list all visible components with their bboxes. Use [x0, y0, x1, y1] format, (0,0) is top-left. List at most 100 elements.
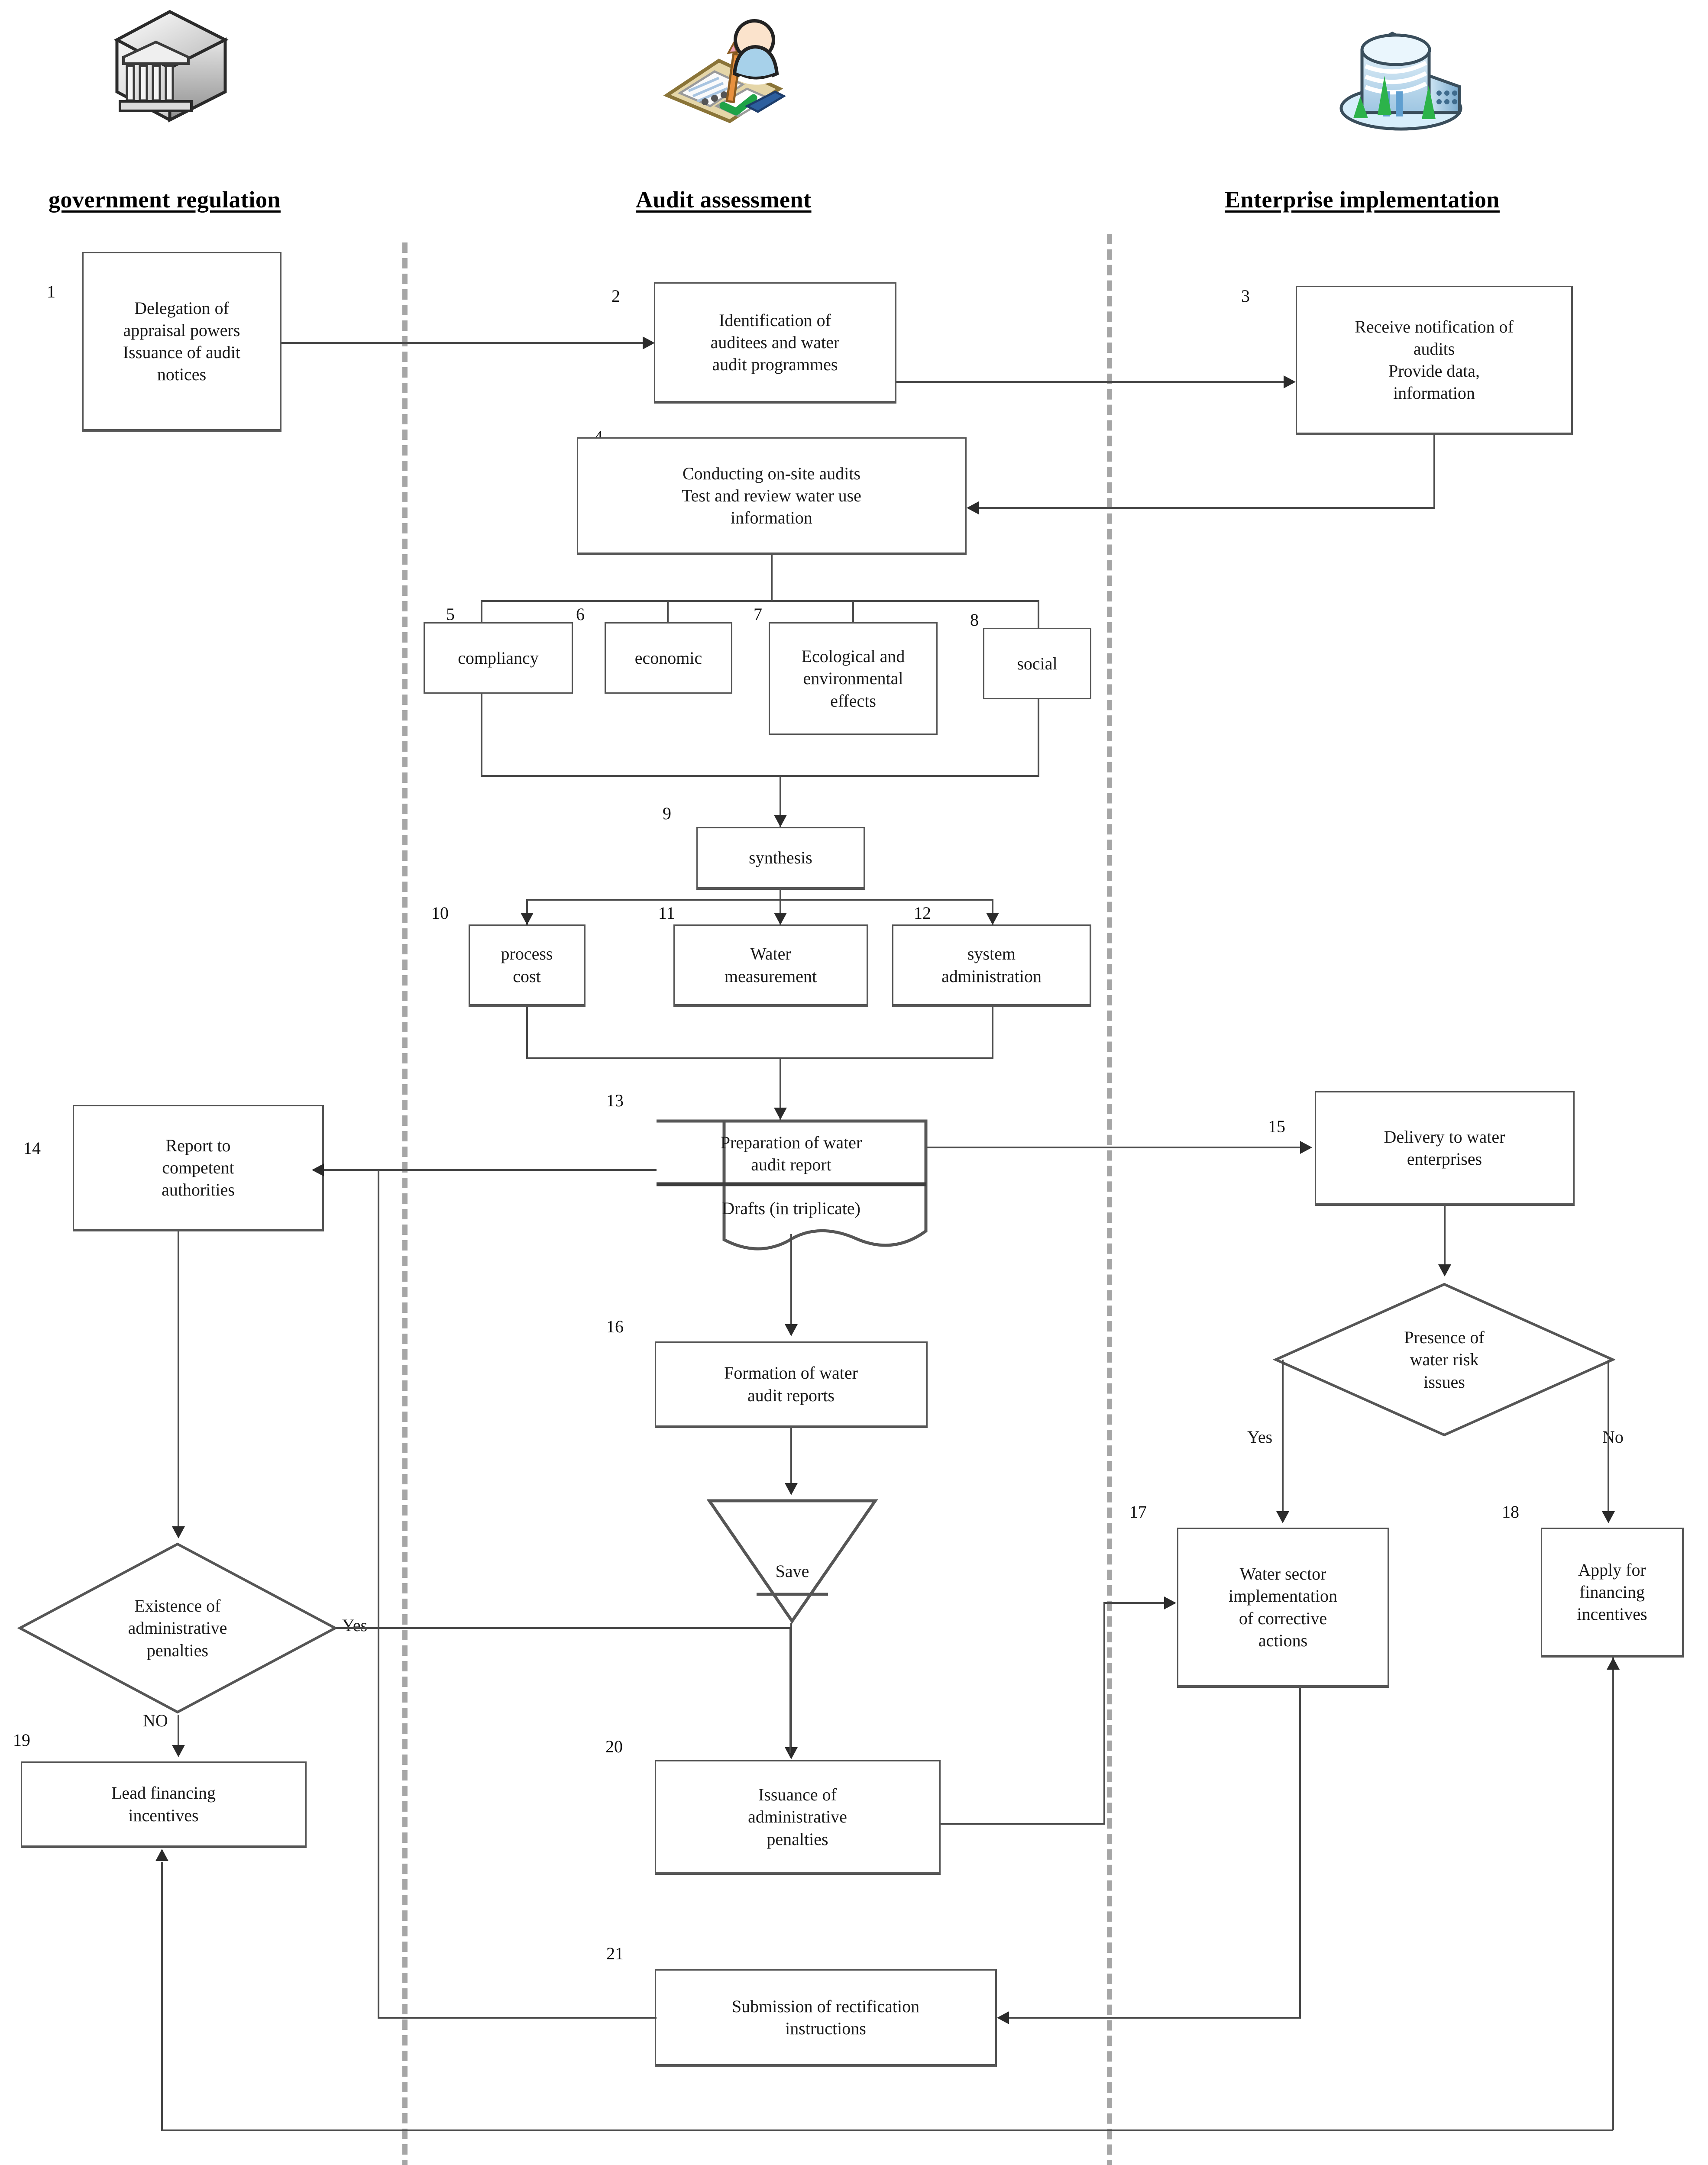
node-number-11: 11 [658, 903, 675, 923]
node-4-conducting-on-site-audits[interactable]: Conducting on-site audits Test and revie… [577, 437, 967, 555]
node-6-label: economic [634, 648, 702, 668]
node-12-line-1: system [967, 944, 1016, 964]
edge-16-to-save [790, 1428, 792, 1488]
decision-risk-label: Presence of water risk issues [1273, 1282, 1615, 1438]
edge-from-10-down [526, 1007, 528, 1059]
decision-presence-of-water-risk-issues[interactable]: Presence of water risk issues [1273, 1282, 1615, 1438]
node-13-subtitle: Drafts (in triplicate) [722, 1199, 860, 1218]
edge-return-to-21-horizontal [378, 2017, 657, 2019]
edge-risk-yes-down [1282, 1360, 1284, 1516]
edge-label-risk-yes: Yes [1247, 1427, 1273, 1447]
arrowhead-13-to-16 [785, 1324, 798, 1336]
edge-13-to-15 [927, 1147, 1303, 1148]
arrowhead-bottom-loop-to-19 [155, 1849, 168, 1861]
node-9-label: synthesis [749, 848, 812, 868]
arrowhead-to-10 [521, 913, 534, 925]
arrowhead-16-to-save [785, 1483, 798, 1495]
node-13-title: Preparation of water audit report [655, 1131, 928, 1176]
arrowhead-penalty-no-to-19 [172, 1745, 185, 1757]
node-1-line-2: appraisal powers [123, 320, 240, 340]
edge-20-to-17-a [941, 1823, 1105, 1825]
node-11-line-2: measurement [724, 966, 817, 986]
edge-20-to-17-b [1103, 1602, 1105, 1824]
node-8-social[interactable]: social [983, 628, 1091, 699]
node-number-9: 9 [663, 804, 671, 823]
node-21-submission-of-rectification-instructions[interactable]: Submission of rectification instructions [655, 1969, 997, 2067]
decision-existence-of-administrative-penalties[interactable]: Existence of administrative penalties [17, 1541, 338, 1715]
node-13-line-2: audit report [751, 1155, 831, 1175]
edge-17-to-21-v [1299, 1688, 1301, 2017]
edge-penalty-no-to-19 [178, 1715, 179, 1749]
node-3-line-3: Provide data, [1388, 361, 1480, 381]
arrowhead-to-11 [774, 913, 787, 925]
node-3-receive-notification-of-audits[interactable]: Receive notification of audits Provide d… [1296, 286, 1573, 435]
node-2-identification-of-auditees[interactable]: Identification of auditees and water aud… [654, 282, 896, 404]
node-16-line-1: Formation of water [724, 1363, 858, 1383]
node-7-ecological-and-environmental-effects[interactable]: Ecological and environmental effects [769, 622, 938, 735]
edge-3-to-4 [979, 507, 1435, 509]
edge-13-to-14 [324, 1169, 657, 1171]
node-number-6: 6 [576, 604, 585, 624]
lane-title-enterprise-implementation: Enterprise implementation [1225, 187, 1500, 213]
node-16-formation-of-water-audit-reports[interactable]: Formation of water audit reports [655, 1341, 928, 1428]
node-number-14: 14 [23, 1138, 41, 1158]
node-4-line-1: Conducting on-site audits [682, 463, 861, 483]
edge-risk-no-down [1608, 1360, 1609, 1516]
node-14-line-2: competent [162, 1157, 234, 1177]
node-18-apply-for-financing-incentives[interactable]: Apply for financing incentives [1541, 1528, 1684, 1658]
node-13-preparation-of-water-audit-report[interactable]: Preparation of water audit report Drafts… [655, 1119, 928, 1262]
edge-to-6 [667, 600, 669, 622]
node-5-label: compliancy [458, 648, 539, 668]
enterprise-building-icon [1336, 11, 1466, 132]
edge-to-12 [992, 899, 993, 925]
edge-from-12-down [992, 1007, 993, 1059]
edge-penalty-yes-right [335, 1627, 791, 1629]
decision-penalties-line-1: Existence of [134, 1596, 221, 1616]
node-5-compliancy[interactable]: compliancy [424, 622, 573, 694]
node-20-line-2: administrative [748, 1807, 847, 1827]
node-20-issuance-of-administrative-penalties[interactable]: Issuance of administrative penalties [655, 1760, 941, 1875]
lane-title-government-regulation: government regulation [49, 187, 281, 213]
node-6-economic[interactable]: economic [605, 622, 732, 694]
edge-14-to-decision [178, 1231, 179, 1530]
node-17-water-sector-implementation-of-corrective-actions[interactable]: Water sector implementation of correctiv… [1177, 1528, 1389, 1688]
edge-17-to-21-h [1009, 2017, 1301, 2019]
node-21-line-2: instructions [785, 2019, 866, 2038]
node-15-delivery-to-water-enterprises[interactable]: Delivery to water enterprises [1315, 1091, 1575, 1206]
node-number-19: 19 [13, 1730, 30, 1750]
edge-bottom-loop-h [161, 2129, 1613, 2131]
edge-bottom-loop-to-19 [161, 1862, 163, 2130]
node-19-lead-financing-incentives[interactable]: Lead financing incentives [21, 1761, 307, 1848]
node-17-line-3: of corrective [1239, 1608, 1327, 1628]
node-number-3: 3 [1241, 286, 1250, 306]
arrowhead-1-to-2 [643, 336, 655, 349]
node-number-20: 20 [605, 1737, 623, 1756]
node-1-delegation-of-appraisal-powers[interactable]: Delegation of appraisal powers Issuance … [82, 252, 281, 432]
node-4-line-3: information [731, 508, 812, 528]
edge-from-5-down [481, 694, 482, 776]
node-save-store[interactable]: Save [707, 1498, 878, 1624]
node-8-label: social [1017, 653, 1058, 673]
arrowhead-risk-yes-to-17 [1276, 1511, 1289, 1523]
node-14-line-1: Report to [165, 1135, 231, 1155]
node-number-5: 5 [446, 604, 455, 624]
node-11-water-measurement[interactable]: Water measurement [673, 924, 868, 1007]
arrowhead-3-to-4 [967, 501, 979, 514]
node-13-line-1: Preparation of water [720, 1133, 862, 1152]
node-20-line-3: penalties [767, 1829, 828, 1849]
node-20-line-1: Issuance of [758, 1785, 837, 1805]
node-10-process-cost[interactable]: process cost [469, 924, 586, 1007]
edge-to-7 [852, 600, 854, 622]
node-7-line-2: environmental [803, 669, 903, 688]
arrowhead-merge-to-13 [774, 1108, 787, 1120]
node-12-system-administration[interactable]: system administration [892, 924, 1091, 1007]
node-9-synthesis[interactable]: synthesis [696, 827, 865, 890]
decision-penalties-line-2: administrative [128, 1618, 227, 1638]
edge-1-to-2 [281, 342, 645, 344]
auditor-at-desk-icon [654, 13, 788, 126]
node-save-label: Save [775, 1561, 809, 1581]
decision-penalties-label: Existence of administrative penalties [17, 1541, 338, 1715]
arrowhead-save-to-20 [785, 1747, 798, 1759]
node-14-report-to-competent-authorities[interactable]: Report to competent authorities [73, 1105, 324, 1231]
